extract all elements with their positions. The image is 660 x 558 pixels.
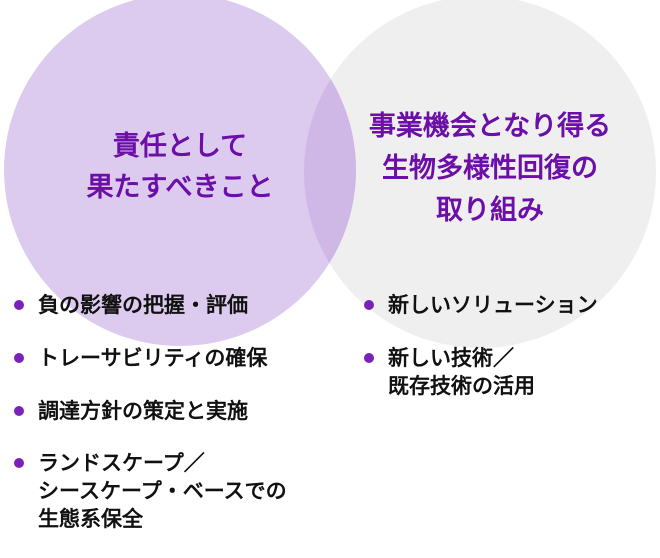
bullet-icon (14, 300, 24, 310)
bullet-icon (364, 300, 374, 310)
left-item-list: 負の影響の把握・評価 トレーサビリティの確保 調達方針の策定と実施 ランドスケー… (14, 291, 354, 558)
list-item: 負の影響の把握・評価 (14, 291, 354, 319)
bullet-icon (14, 353, 24, 363)
right-circle-title: 事業機会となり得る 生物多様性回復の 取り組み (368, 111, 612, 226)
list-item: 調達方針の策定と実施 (14, 397, 354, 425)
right-circle (304, 0, 656, 348)
list-item-label: 負の影響の把握・評価 (38, 293, 248, 317)
list-item: 新しいソリューション (364, 291, 654, 319)
list-item-label: ランドスケープ／ シースケープ・ベースでの 生態系保全 (38, 451, 287, 531)
list-item: トレーサビリティの確保 (14, 344, 354, 372)
list-item-label: 新しいソリューション (388, 293, 598, 317)
list-item: 新しい技術／ 既存技術の活用 (364, 344, 654, 400)
right-item-list: 新しいソリューション 新しい技術／ 既存技術の活用 (364, 291, 654, 425)
bullet-icon (14, 458, 24, 468)
bullet-icon (364, 353, 374, 363)
bullet-icon (14, 406, 24, 416)
left-circle-title: 責任として 果たすべきこと (86, 131, 274, 203)
list-item-label: 調達方針の策定と実施 (38, 399, 248, 423)
list-item-label: トレーサビリティの確保 (38, 346, 268, 370)
list-item-label: 新しい技術／ 既存技術の活用 (388, 346, 535, 398)
list-item: ランドスケープ／ シースケープ・ベースでの 生態系保全 (14, 449, 354, 533)
left-circle (4, 0, 356, 346)
